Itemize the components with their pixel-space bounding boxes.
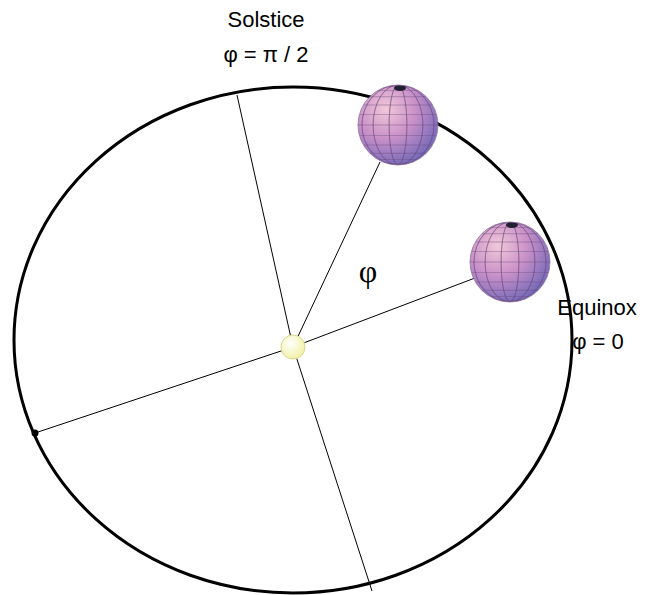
angle-symbol: φ bbox=[359, 254, 377, 289]
season-label: Equinox bbox=[557, 296, 637, 320]
sun bbox=[281, 335, 305, 359]
solstice-axis bbox=[237, 95, 293, 347]
equinox-axis bbox=[35, 347, 293, 433]
earth-globe bbox=[470, 222, 550, 302]
earth-radius bbox=[293, 162, 380, 347]
orbit bbox=[14, 87, 572, 593]
angle-value: φ = π / 2 bbox=[223, 43, 308, 67]
orbit-point bbox=[32, 430, 39, 437]
solstice-axis bbox=[293, 347, 372, 591]
season-label: Solstice bbox=[227, 8, 304, 32]
earth-globe bbox=[358, 85, 438, 165]
angle-value: φ = 0 bbox=[572, 330, 624, 354]
